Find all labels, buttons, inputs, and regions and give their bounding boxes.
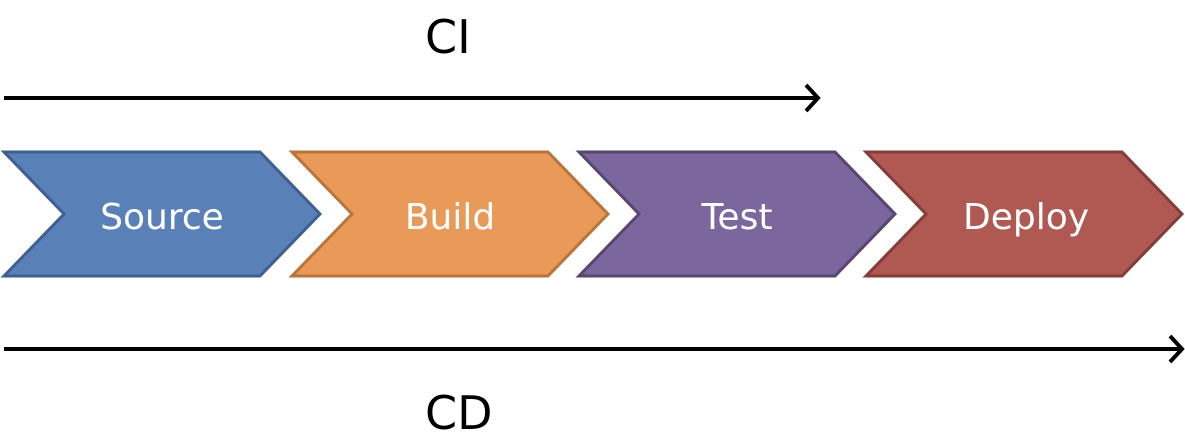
stage-test: Test <box>575 150 898 278</box>
stage-build: Build <box>288 150 611 278</box>
cd-arrow <box>4 334 1185 364</box>
stage-deploy: Deploy <box>862 150 1185 278</box>
stage-deploy-label: Deploy <box>963 197 1089 238</box>
stage-test-label: Test <box>701 197 773 238</box>
stage-source-chevron <box>0 150 323 278</box>
ci-arrow <box>4 83 821 113</box>
stage-build-chevron <box>288 150 611 278</box>
cd-label: CD <box>425 386 493 440</box>
stage-build-label: Build <box>405 197 495 238</box>
ci-label: CI <box>425 10 471 64</box>
stage-source: Source <box>0 150 323 278</box>
stage-test-chevron <box>575 150 898 278</box>
stage-source-label: Source <box>100 197 224 238</box>
stage-deploy-chevron <box>862 150 1185 278</box>
